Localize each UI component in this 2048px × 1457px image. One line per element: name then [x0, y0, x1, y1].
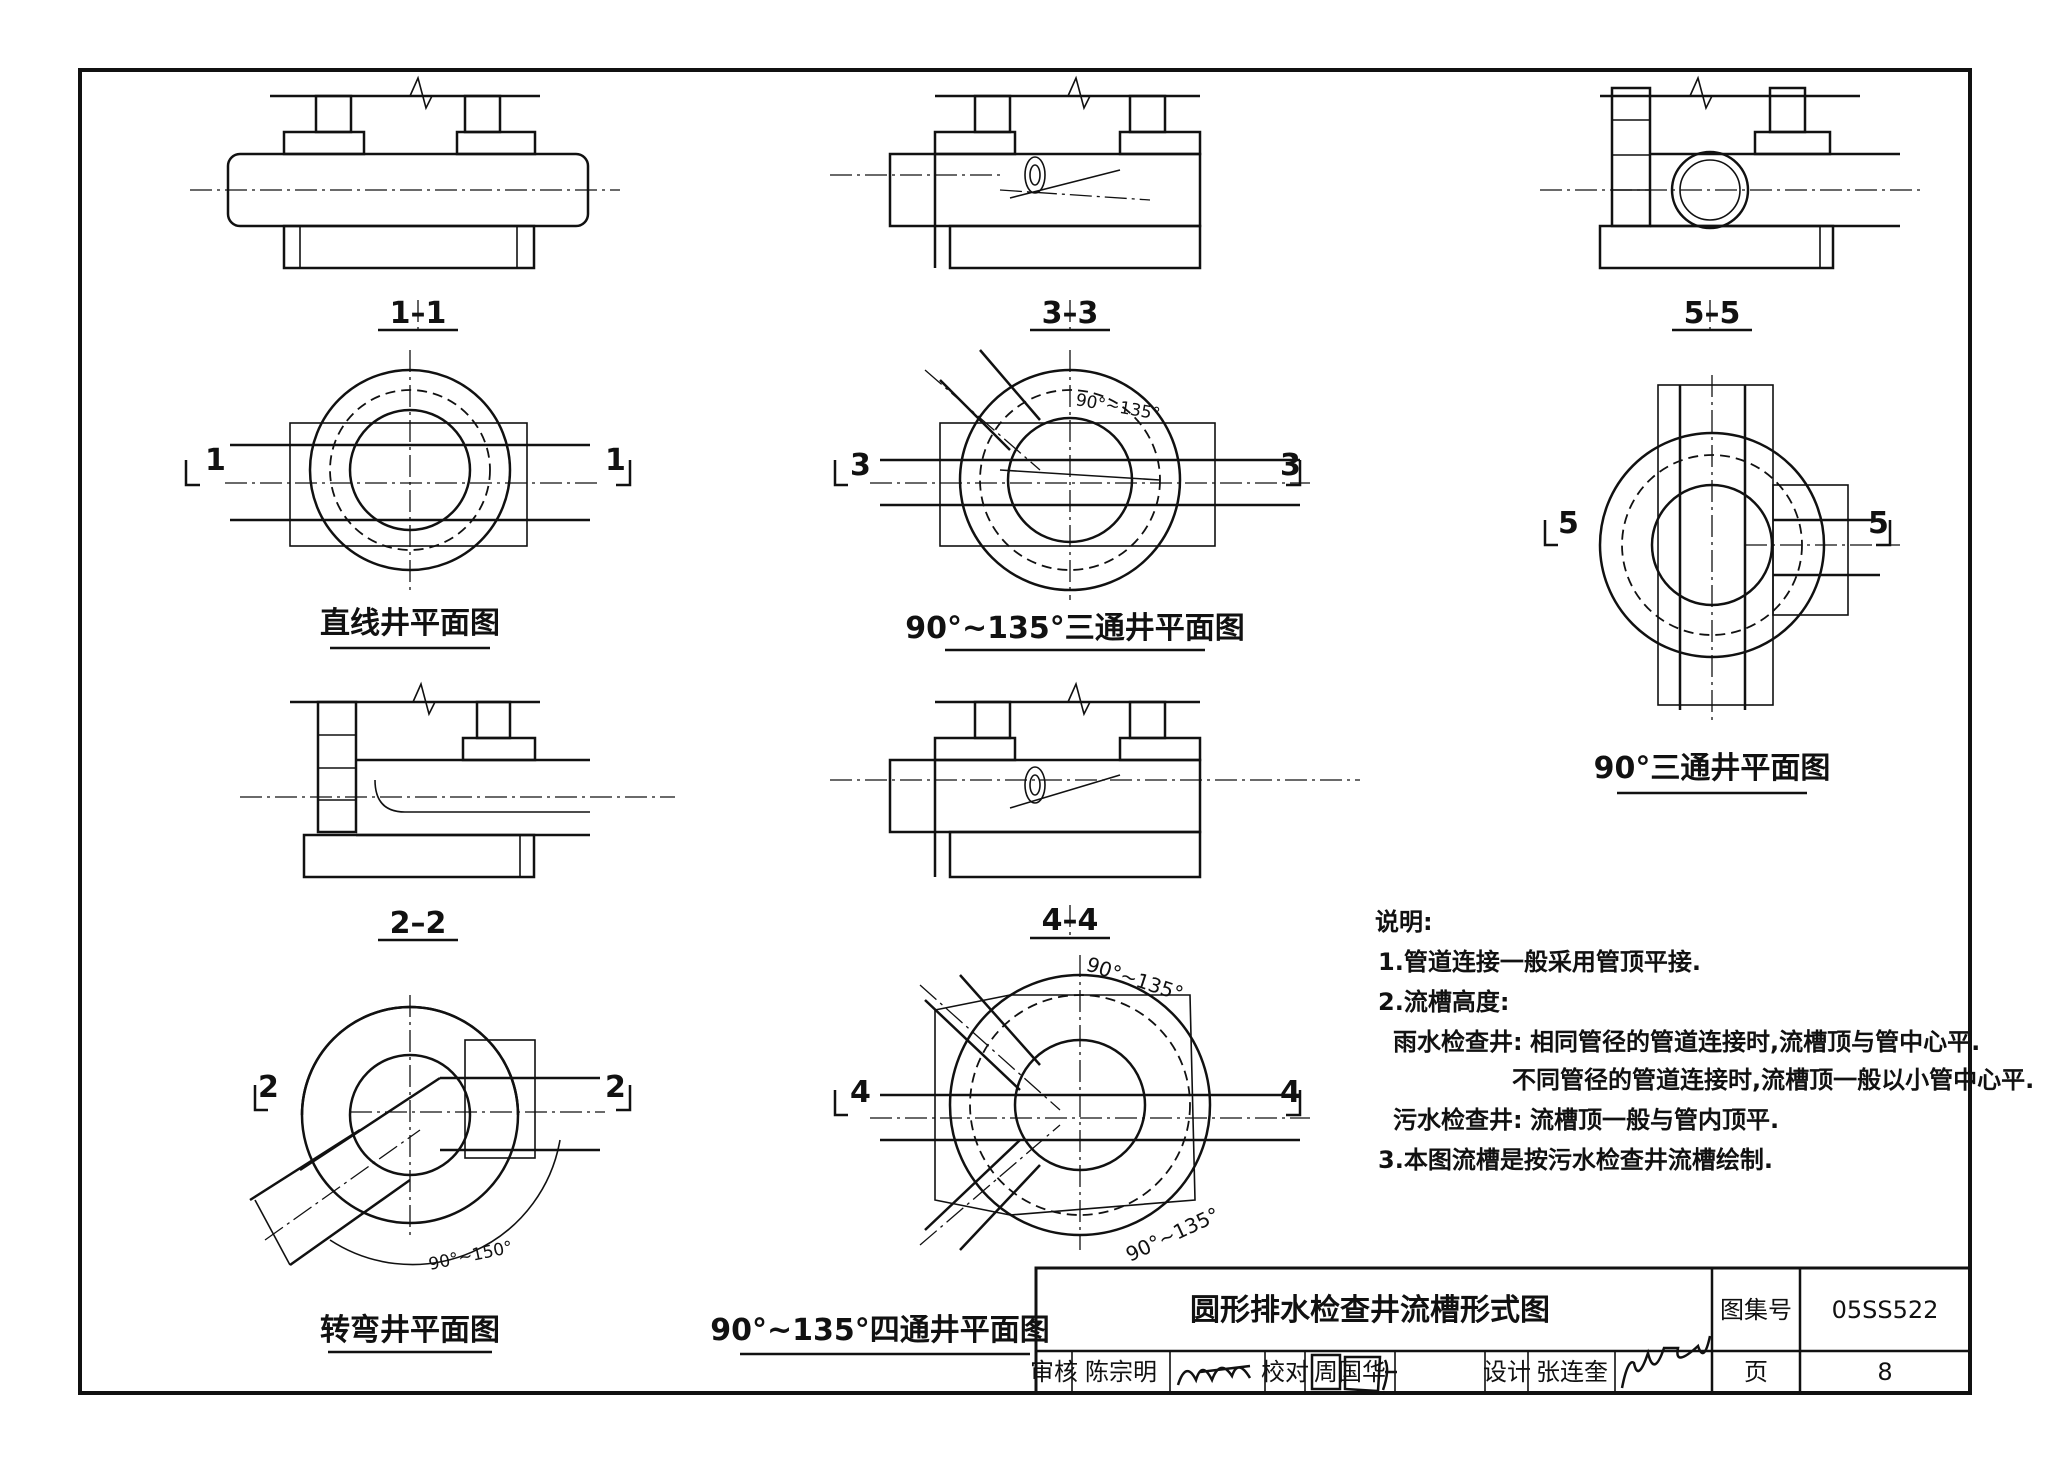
bend-angle-label: 90°~150°	[427, 1238, 515, 1275]
section-4-4-label: 4–4	[1042, 903, 1099, 938]
cross-135-caption: 90°~135°四通井平面图	[710, 1313, 1050, 1348]
section-2-2-label: 2–2	[390, 906, 447, 941]
sheet-frame	[78, 68, 1972, 1395]
note-1: 1.管道连接一般采用管顶平接.	[1378, 948, 1701, 976]
section-5-5-label: 5–5	[1684, 296, 1741, 331]
note-2b-label: 污水检查井:	[1393, 1106, 1523, 1134]
review-label: 审核	[1030, 1358, 1078, 1386]
page-no: 8	[1877, 1358, 1892, 1386]
section-3-3-drawing	[830, 75, 1202, 335]
check-label: 校对	[1261, 1358, 1309, 1386]
designer-signature	[1620, 1335, 1712, 1389]
notes-heading: 说明:	[1375, 908, 1433, 936]
section-4-4-drawing	[830, 681, 1360, 940]
section-marker-5-left: 5	[1558, 506, 1579, 541]
title-block	[1034, 1266, 1972, 1395]
section-marker-3-left: 3	[850, 448, 871, 483]
section-marker-2-left: 2	[258, 1070, 279, 1105]
bend-manhole-caption: 转弯井平面图	[320, 1313, 500, 1348]
reviewer-signature	[1176, 1364, 1252, 1386]
page-label: 页	[1744, 1358, 1768, 1386]
section-marker-4-right: 4	[1280, 1075, 1301, 1110]
bend-manhole-plan-drawing	[249, 995, 632, 1267]
note-2a-label: 雨水检查井:	[1393, 1028, 1523, 1056]
drawing-title: 圆形排水检查井流槽形式图	[1190, 1293, 1550, 1328]
note-2a-line2: 不同管径的管道连接时,流槽顶一般以小管中心平.	[1512, 1066, 2034, 1094]
note-2: 2.流槽高度:	[1378, 988, 1509, 1016]
tee-90-plan-drawing	[1543, 375, 1900, 725]
section-2-2-drawing	[240, 681, 675, 879]
section-5-5-drawing	[1540, 75, 1925, 335]
note-3: 3.本图流槽是按污水检查井流槽绘制.	[1378, 1146, 1773, 1174]
atlas-no: 05SS522	[1832, 1296, 1939, 1324]
tee-135-caption: 90°~135°三通井平面图	[905, 611, 1245, 646]
tee-135-plan-drawing	[833, 349, 1310, 600]
note-2a-line1: 相同管径的管道连接时,流槽顶与管中心平.	[1530, 1028, 1980, 1056]
check-name: 周国华	[1314, 1358, 1386, 1386]
straight-manhole-caption: 直线井平面图	[320, 606, 500, 641]
section-1-1-drawing	[190, 75, 620, 335]
straight-manhole-plan-drawing	[184, 350, 632, 595]
section-marker-2-right: 2	[605, 1070, 626, 1105]
section-marker-5-right: 5	[1868, 506, 1889, 541]
section-marker-1-right: 1	[605, 443, 626, 478]
section-marker-3-right: 3	[1280, 448, 1301, 483]
note-2b-line1: 流槽顶一般与管内顶平.	[1530, 1106, 1779, 1134]
tee-90-caption: 90°三通井平面图	[1594, 751, 1831, 786]
cross-135-plan-drawing	[833, 955, 1310, 1251]
section-marker-1-left: 1	[205, 443, 226, 478]
cross-angle-label-bottom: 90°~135°	[1122, 1202, 1223, 1266]
section-3-3-label: 3–3	[1042, 296, 1099, 331]
cross-angle-label-top: 90°~135°	[1083, 952, 1186, 1006]
section-1-1-label: 1–1	[390, 296, 447, 331]
section-marker-4-left: 4	[850, 1075, 871, 1110]
checker-signature	[1310, 1353, 1397, 1393]
design-label: 设计	[1483, 1358, 1531, 1386]
review-name: 陈宗明	[1085, 1358, 1157, 1386]
design-name: 张连奎	[1536, 1358, 1608, 1386]
atlas-no-label: 图集号	[1720, 1296, 1792, 1324]
